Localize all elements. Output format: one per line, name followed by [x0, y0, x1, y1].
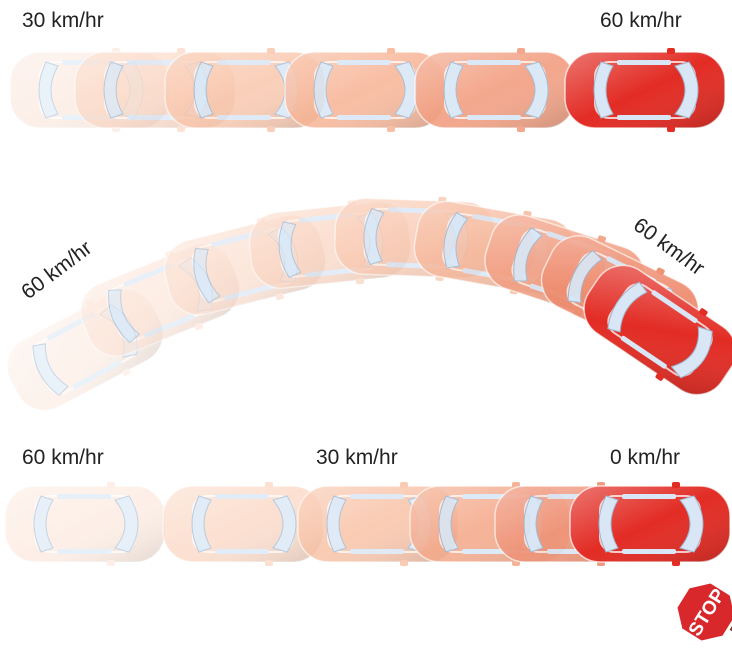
stop-sign-icon: STOP [667, 573, 732, 666]
row-braking: 60 km/hr 30 km/hr 0 km/hr [5, 446, 730, 566]
speed-label-start: 30 km/hr [22, 9, 104, 32]
car-icon [570, 482, 730, 566]
speed-label-start: 60 km/hr [17, 236, 96, 304]
speed-label-mid: 30 km/hr [316, 446, 398, 469]
row-curve: 60 km/hr 60 km/hr [0, 193, 732, 425]
speed-label-end: 60 km/hr [600, 9, 682, 32]
row-accelerating: 30 km/hr 60 km/hr [10, 9, 725, 132]
speed-label-start: 60 km/hr [22, 446, 104, 469]
car-icon [5, 482, 165, 566]
car-icon [415, 48, 575, 132]
car-icon [565, 48, 725, 132]
speed-label-end: 0 km/hr [610, 446, 680, 469]
